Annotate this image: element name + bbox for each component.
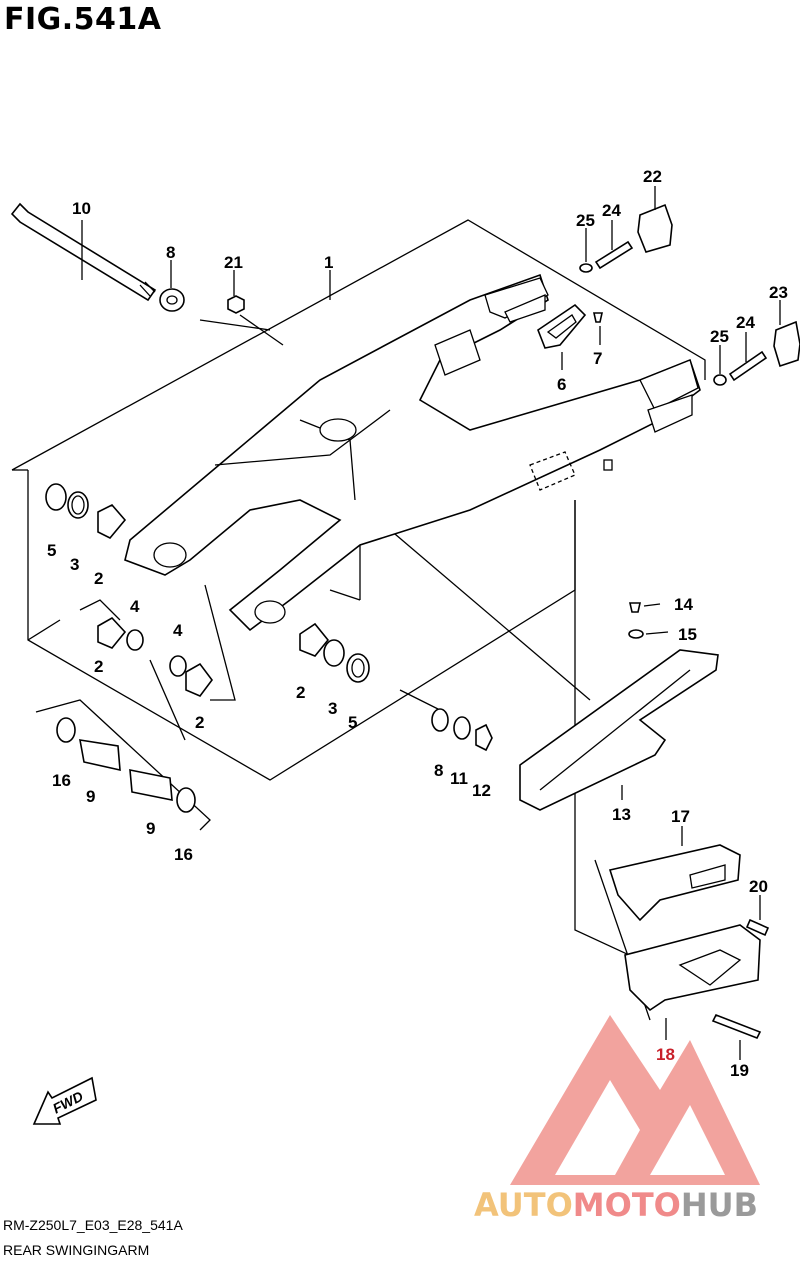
screw-7 [593, 312, 603, 323]
part-label[interactable]: 2 [94, 657, 103, 676]
figure-title: FIG.541A [4, 2, 162, 37]
part-label[interactable]: 6 [557, 375, 566, 394]
bolt-20 [745, 918, 770, 937]
part-label[interactable]: 1 [324, 253, 333, 272]
bearings-left-upper [45, 483, 127, 539]
washer-15 [628, 629, 644, 639]
watermark-logo-icon [510, 1015, 760, 1185]
part-label[interactable]: 5 [47, 541, 56, 560]
part-label[interactable]: 20 [749, 877, 768, 896]
section-name: REAR SWINGINGARM [3, 1242, 150, 1258]
pivot-shaft [10, 202, 157, 302]
bolt-24-right [728, 350, 768, 382]
part-label[interactable]: 4 [130, 597, 140, 616]
sleeves-and-washers [56, 717, 196, 813]
part-label[interactable]: 3 [328, 699, 337, 718]
part-label[interactable]: 10 [72, 199, 91, 218]
washer-25-right [713, 374, 727, 386]
watermark-text: AUTOMOTOHUB [474, 1186, 758, 1224]
bolt-24-top [594, 240, 634, 270]
chain-adjuster-23 [773, 320, 800, 368]
screw-14 [629, 602, 641, 613]
part-label[interactable]: 15 [678, 625, 697, 644]
part-label[interactable]: 22 [643, 167, 662, 186]
part-label[interactable]: 11 [450, 769, 468, 788]
chain-adjuster-22 [637, 203, 673, 253]
part-label-highlighted[interactable]: 18 [656, 1045, 675, 1064]
part-label[interactable]: 8 [166, 243, 175, 262]
part-label[interactable]: 24 [602, 201, 621, 220]
nut-washer-right [431, 708, 493, 752]
part-number-labels: 10 8 21 1 22 25 24 7 6 23 25 24 5 3 2 4 … [47, 167, 788, 1080]
swingarm-body [124, 273, 701, 632]
bearings-right [299, 622, 370, 683]
bearings-left-lower [97, 616, 213, 697]
part-label[interactable]: 25 [710, 327, 729, 346]
part-label[interactable]: 23 [769, 283, 788, 302]
part-label[interactable]: 2 [94, 569, 103, 588]
leader-lines [81, 186, 781, 1060]
bolt-19 [711, 1013, 762, 1040]
part-label[interactable]: 16 [174, 845, 193, 864]
part-label[interactable]: 7 [593, 349, 602, 368]
part-label[interactable]: 24 [736, 313, 755, 332]
part-label[interactable]: 25 [576, 211, 595, 230]
part-label[interactable]: 13 [612, 805, 631, 824]
part-label[interactable]: 16 [52, 771, 71, 790]
part-label[interactable]: 19 [730, 1061, 749, 1080]
part-label[interactable]: 2 [296, 683, 305, 702]
part-label[interactable]: 2 [195, 713, 204, 732]
chain-guide-17 [608, 844, 741, 922]
nut-21 [227, 295, 245, 314]
part-label[interactable]: 5 [348, 713, 357, 732]
washer-25-top [579, 263, 593, 273]
part-label[interactable]: 8 [434, 761, 443, 780]
part-label[interactable]: 14 [674, 595, 693, 614]
part-label[interactable]: 4 [173, 621, 183, 640]
model-code: RM-Z250L7_E03_E28_541A [3, 1217, 183, 1233]
part-label[interactable]: 9 [146, 819, 155, 838]
part-label[interactable]: 3 [70, 555, 79, 574]
part-label[interactable]: 12 [472, 781, 491, 800]
part-label[interactable]: 21 [224, 253, 243, 272]
part-label[interactable]: 17 [671, 807, 690, 826]
chain-slider-13 [519, 649, 719, 811]
part-label[interactable]: 9 [86, 787, 95, 806]
